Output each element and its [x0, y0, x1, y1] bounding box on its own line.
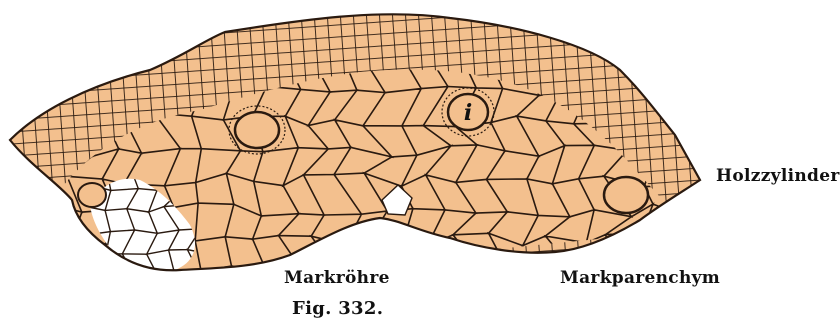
label-markroehre: Markröhre: [284, 268, 390, 288]
vascular-bundle: [78, 183, 106, 207]
vascular-bundle: [604, 177, 648, 213]
figure-caption: Fig. 332.: [292, 298, 383, 319]
label-markparenchym: Markparenchym: [560, 268, 720, 288]
label-holzzylinder: Holzzylinder: [716, 166, 840, 186]
bundle-marker: i: [464, 100, 472, 126]
